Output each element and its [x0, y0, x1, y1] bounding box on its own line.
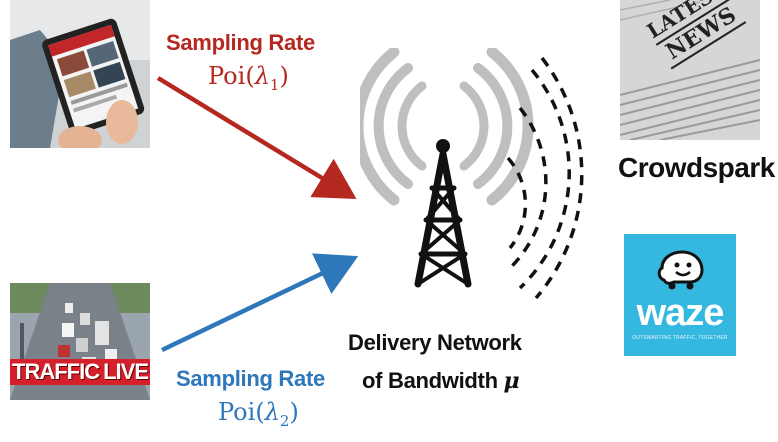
live-word: LIVE — [101, 359, 150, 385]
flow2-rate-sub: 2 — [279, 411, 290, 430]
traffic-live-image: TRAFFIC LIVE — [10, 283, 150, 400]
crowdspark-label: Crowdspark — [618, 152, 775, 183]
flow1-rate-sub: 1 — [269, 75, 280, 94]
traffic-live-banner: TRAFFIC LIVE — [10, 359, 150, 385]
tablet-illustration — [10, 0, 150, 148]
flow2-rate: Poi(λ2) — [218, 398, 299, 430]
red-flow-arrow — [156, 76, 357, 200]
flow1-rate-param: λ — [254, 62, 270, 90]
network-label-prefix: of Bandwidth — [362, 368, 498, 393]
newspaper-illustration — [620, 0, 760, 140]
waze-smiley-icon — [657, 250, 704, 290]
tablet-user-image — [10, 0, 150, 148]
flow1-rate: Poi(λ1) — [208, 62, 289, 94]
latest-news-image: LATEST NEWS — [620, 0, 760, 140]
flow2-rate-param: λ — [264, 398, 280, 426]
broadcast-tower-icon — [360, 48, 584, 300]
flow2-rate-fn: Poi — [218, 398, 256, 426]
waze-wordmark: waze — [636, 292, 725, 334]
network-label-line1: Delivery Network — [348, 330, 522, 355]
flow1-rate-fn: Poi — [208, 62, 246, 90]
blue-flow-arrow — [161, 253, 359, 353]
bandwidth-symbol: μ — [503, 368, 520, 394]
network-label-line2: of Bandwidth μ — [362, 368, 520, 394]
flow2-label: Sampling Rate — [176, 366, 325, 391]
waze-tagline: OUTSMARTING TRAFFIC, TOGETHER — [632, 335, 728, 341]
traffic-word: TRAFFIC — [10, 359, 102, 385]
flow1-label: Sampling Rate — [166, 30, 315, 55]
waze-logo: waze OUTSMARTING TRAFFIC, TOGETHER — [624, 234, 736, 356]
